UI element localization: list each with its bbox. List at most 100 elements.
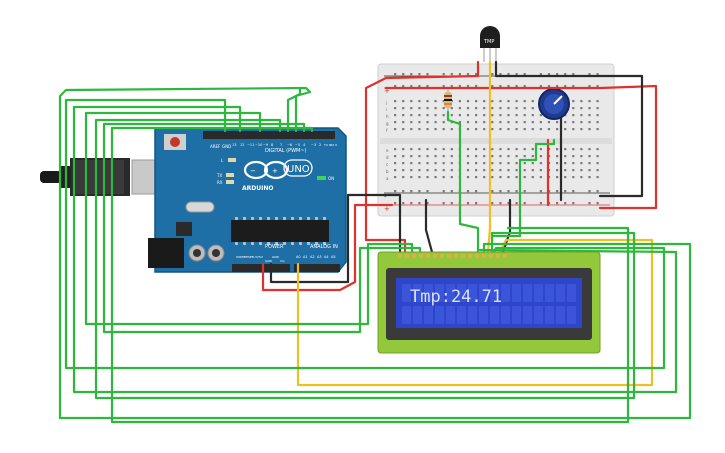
breadboard-hole[interactable] (523, 121, 526, 124)
breadboard-hole[interactable] (588, 148, 591, 151)
breadboard-hole[interactable] (450, 73, 453, 76)
breadboard-hole[interactable] (596, 121, 599, 124)
breadboard-hole[interactable] (572, 190, 575, 193)
breadboard-hole[interactable] (402, 114, 405, 117)
breadboard-hole[interactable] (458, 121, 461, 124)
breadboard-hole[interactable] (458, 100, 461, 103)
breadboard-hole[interactable] (483, 107, 486, 110)
breadboard-hole[interactable] (580, 121, 583, 124)
breadboard-hole[interactable] (507, 148, 510, 151)
breadboard-hole[interactable] (572, 202, 575, 205)
breadboard-hole[interactable] (507, 155, 510, 158)
breadboard-hole[interactable] (515, 107, 518, 110)
lcd-pin[interactable] (426, 254, 430, 258)
breadboard-hole[interactable] (466, 148, 470, 151)
breadboard-hole[interactable] (491, 190, 494, 193)
wire-yellow[interactable] (296, 238, 654, 387)
breadboard-hole[interactable] (564, 148, 567, 151)
breadboard-hole[interactable] (523, 155, 526, 158)
breadboard-hole[interactable] (499, 162, 502, 165)
breadboard-hole[interactable] (483, 148, 486, 151)
breadboard-hole[interactable] (572, 85, 575, 88)
breadboard-hole[interactable] (475, 107, 478, 110)
breadboard-hole[interactable] (580, 155, 583, 158)
breadboard-hole[interactable] (531, 128, 534, 131)
breadboard-hole[interactable] (523, 73, 526, 76)
breadboard-hole[interactable] (507, 176, 510, 179)
breadboard-hole[interactable] (588, 73, 591, 76)
breadboard-hole[interactable] (394, 107, 397, 110)
breadboard-hole[interactable] (426, 107, 429, 110)
breadboard-hole[interactable] (394, 121, 397, 124)
breadboard-hole[interactable] (547, 128, 551, 131)
breadboard-hole[interactable] (588, 190, 591, 193)
lcd-pin[interactable] (461, 254, 465, 258)
breadboard-hole[interactable] (596, 155, 599, 158)
breadboard-hole[interactable] (475, 128, 478, 131)
breadboard-hole[interactable] (580, 128, 583, 131)
breadboard-hole[interactable] (499, 121, 502, 124)
breadboard-hole[interactable] (523, 162, 526, 165)
wire-black[interactable] (269, 193, 402, 284)
breadboard-hole[interactable] (547, 85, 551, 88)
breadboard-hole[interactable] (507, 190, 510, 193)
breadboard-hole[interactable] (491, 155, 494, 158)
breadboard-hole[interactable] (475, 85, 478, 88)
breadboard-hole[interactable] (450, 128, 453, 131)
breadboard-hole[interactable] (442, 73, 445, 76)
breadboard-hole[interactable] (402, 190, 405, 193)
breadboard-hole[interactable] (483, 176, 486, 179)
breadboard-hole[interactable] (515, 121, 518, 124)
usb-cable[interactable] (40, 158, 167, 196)
breadboard-hole[interactable] (588, 162, 591, 165)
breadboard-hole[interactable] (475, 155, 478, 158)
breadboard-hole[interactable] (580, 114, 583, 117)
breadboard-hole[interactable] (564, 162, 567, 165)
breadboard-hole[interactable] (572, 162, 575, 165)
arduino-uno-board[interactable]: DIGITAL (PWM~) AREF GND 13 12 ~11 ~10 ~9… (148, 127, 347, 273)
breadboard-hole[interactable] (466, 169, 470, 172)
breadboard-hole[interactable] (499, 148, 502, 151)
breadboard-hole[interactable] (515, 169, 518, 172)
breadboard-hole[interactable] (523, 100, 526, 103)
breadboard-hole[interactable] (539, 162, 542, 165)
wire-green[interactable] (72, 105, 678, 394)
breadboard-hole[interactable] (556, 190, 559, 193)
breadboard-hole[interactable] (450, 202, 453, 205)
breadboard-hole[interactable] (531, 114, 534, 117)
breadboard-hole[interactable] (564, 176, 567, 179)
breadboard-hole[interactable] (515, 176, 518, 179)
breadboard-hole[interactable] (410, 121, 413, 124)
breadboard-hole[interactable] (539, 176, 542, 179)
breadboard-hole[interactable] (475, 148, 478, 151)
breadboard-hole[interactable] (450, 114, 453, 117)
breadboard-hole[interactable] (491, 100, 494, 103)
temperature-sensor[interactable]: TMP (480, 26, 500, 62)
breadboard-hole[interactable] (442, 128, 445, 131)
breadboard-hole[interactable] (596, 202, 599, 205)
breadboard-hole[interactable] (442, 162, 445, 165)
breadboard-hole[interactable] (450, 190, 453, 193)
breadboard-hole[interactable] (531, 148, 534, 151)
breadboard-hole[interactable] (539, 73, 542, 76)
breadboard-hole[interactable] (410, 190, 413, 193)
breadboard-hole[interactable] (410, 73, 413, 76)
breadboard-hole[interactable] (426, 155, 429, 158)
breadboard-hole[interactable] (394, 148, 397, 151)
breadboard-hole[interactable] (483, 100, 486, 103)
breadboard-hole[interactable] (572, 155, 575, 158)
breadboard-hole[interactable] (572, 128, 575, 131)
breadboard-hole[interactable] (564, 202, 567, 205)
breadboard-hole[interactable] (580, 176, 583, 179)
breadboard-hole[interactable] (507, 114, 510, 117)
breadboard-hole[interactable] (596, 73, 599, 76)
breadboard-hole[interactable] (483, 162, 486, 165)
breadboard-hole[interactable] (426, 85, 429, 88)
breadboard-hole[interactable] (515, 155, 518, 158)
breadboard-hole[interactable] (588, 176, 591, 179)
breadboard-hole[interactable] (499, 176, 502, 179)
lcd-pin[interactable] (440, 254, 444, 258)
breadboard-hole[interactable] (588, 114, 591, 117)
breadboard-hole[interactable] (426, 100, 429, 103)
breadboard-hole[interactable] (515, 190, 518, 193)
